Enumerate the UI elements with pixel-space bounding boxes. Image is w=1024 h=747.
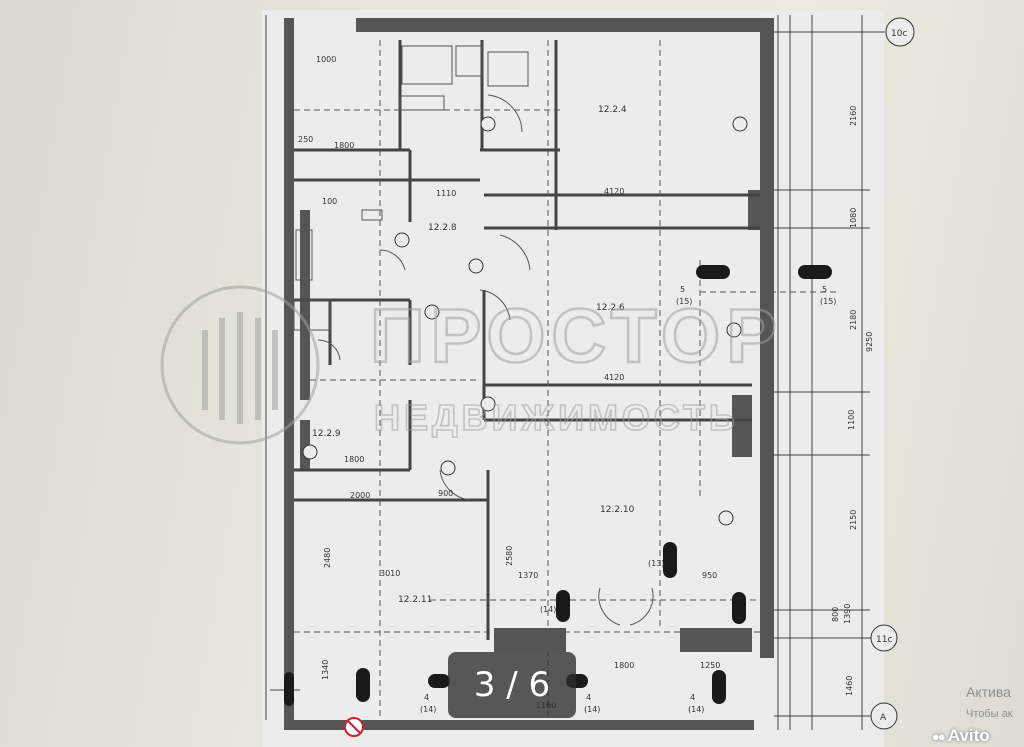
activation-title: Актива bbox=[966, 684, 1011, 700]
axis-marker-label: (14) bbox=[584, 705, 600, 714]
dimension-label: 4120 bbox=[604, 187, 624, 196]
axis-marker-label: (14) bbox=[540, 605, 556, 614]
dimension-label: 1110 bbox=[436, 189, 456, 198]
axis-marker-label: (15) bbox=[676, 297, 692, 306]
dimension-label: 9250 bbox=[865, 332, 874, 352]
axis-label-a: A bbox=[880, 713, 887, 723]
dimension-label: 1370 bbox=[518, 571, 538, 580]
dimension-label: 2150 bbox=[849, 510, 858, 530]
axis-marker-label: 4 bbox=[690, 693, 695, 702]
dimension-label: 100 bbox=[322, 197, 337, 206]
axis-marker-label: 5 bbox=[822, 285, 827, 294]
right-dimension-lines bbox=[265, 15, 885, 730]
watermark-line2: НЕДВИЖИМОСТЬ bbox=[374, 397, 739, 438]
dimension-label: 2160 bbox=[849, 106, 858, 126]
avito-logo-icon: ●● bbox=[932, 729, 946, 744]
axis-marker-labels: 5 (15) 5 (15) (13) (14) 4 (14) 4 (14) 4 … bbox=[420, 285, 836, 714]
dimension-label: 2580 bbox=[505, 546, 514, 566]
room-label: 12.2.9 bbox=[312, 429, 341, 439]
axis-marker-label: 5 bbox=[680, 285, 685, 294]
image-counter: 3 / 6 bbox=[448, 652, 576, 718]
watermark: ПРОСТОР НЕДВИЖИМОСТЬ bbox=[160, 285, 783, 445]
dimension-label: 2180 bbox=[849, 310, 858, 330]
room-label: 12.2.6 bbox=[596, 303, 625, 313]
activation-subtitle: Чтобы ак bbox=[966, 708, 1013, 720]
avito-watermark: ●● Avito bbox=[932, 726, 990, 746]
room-label: 12.2.10 bbox=[600, 505, 635, 515]
dimension-label: 1800 bbox=[614, 661, 634, 670]
watermark-logo-bars bbox=[202, 312, 278, 424]
axis-marker-label: (13) bbox=[648, 559, 664, 568]
room-markers bbox=[302, 116, 748, 526]
dimension-label: 1100 bbox=[847, 410, 856, 430]
axis-label-10c: 10c bbox=[891, 29, 907, 39]
dimension-label: 1000 bbox=[316, 55, 336, 64]
axis-marker-label: (14) bbox=[420, 705, 436, 714]
plan-paper bbox=[262, 10, 884, 747]
doors bbox=[317, 94, 654, 626]
room-label: 12.2.4 bbox=[598, 105, 627, 115]
windows-activation-notice: Актива Чтобы ак bbox=[966, 684, 1013, 720]
axis-label-11c: 11c bbox=[876, 635, 892, 645]
dimension-label: 1340 bbox=[321, 660, 330, 680]
watermark-line1: ПРОСТОР bbox=[370, 294, 783, 379]
no-entry-icon bbox=[344, 717, 364, 737]
dimension-label: 900 bbox=[438, 489, 453, 498]
axis-marker-label: (15) bbox=[820, 297, 836, 306]
dimension-label: 3010 bbox=[380, 569, 400, 578]
dimension-label: 1800 bbox=[334, 141, 354, 150]
dimension-label: 4120 bbox=[604, 373, 624, 382]
axis-marker-label: 4 bbox=[586, 693, 591, 702]
dimension-label: 1080 bbox=[849, 208, 858, 228]
room-label: 12.2.11 bbox=[398, 595, 432, 605]
dimension-label: 1250 bbox=[700, 661, 720, 670]
watermark-logo-ring bbox=[160, 285, 320, 445]
axis-bubbles bbox=[870, 17, 915, 730]
fixtures bbox=[293, 45, 529, 331]
dimension-label: 1800 bbox=[344, 455, 364, 464]
dimension-label: 2000 bbox=[350, 491, 370, 500]
interior-walls bbox=[294, 40, 760, 640]
avito-brand-label: Avito bbox=[947, 726, 990, 745]
dimension-label: 800 bbox=[831, 607, 840, 622]
column-markers bbox=[284, 265, 832, 706]
axis-marker-label: 4 bbox=[424, 693, 429, 702]
dimension-labels: 1000 1800 1110 4120 4120 2000 3010 1800 … bbox=[298, 55, 874, 710]
dimension-label: 2480 bbox=[323, 548, 332, 568]
axis-marker-label: (14) bbox=[688, 705, 704, 714]
dimension-label: 1460 bbox=[845, 676, 854, 696]
dimension-label: 1390 bbox=[843, 604, 852, 624]
room-label: 12.2.8 bbox=[428, 223, 457, 233]
dimension-label: 950 bbox=[702, 571, 717, 580]
dimension-label: 250 bbox=[298, 135, 313, 144]
